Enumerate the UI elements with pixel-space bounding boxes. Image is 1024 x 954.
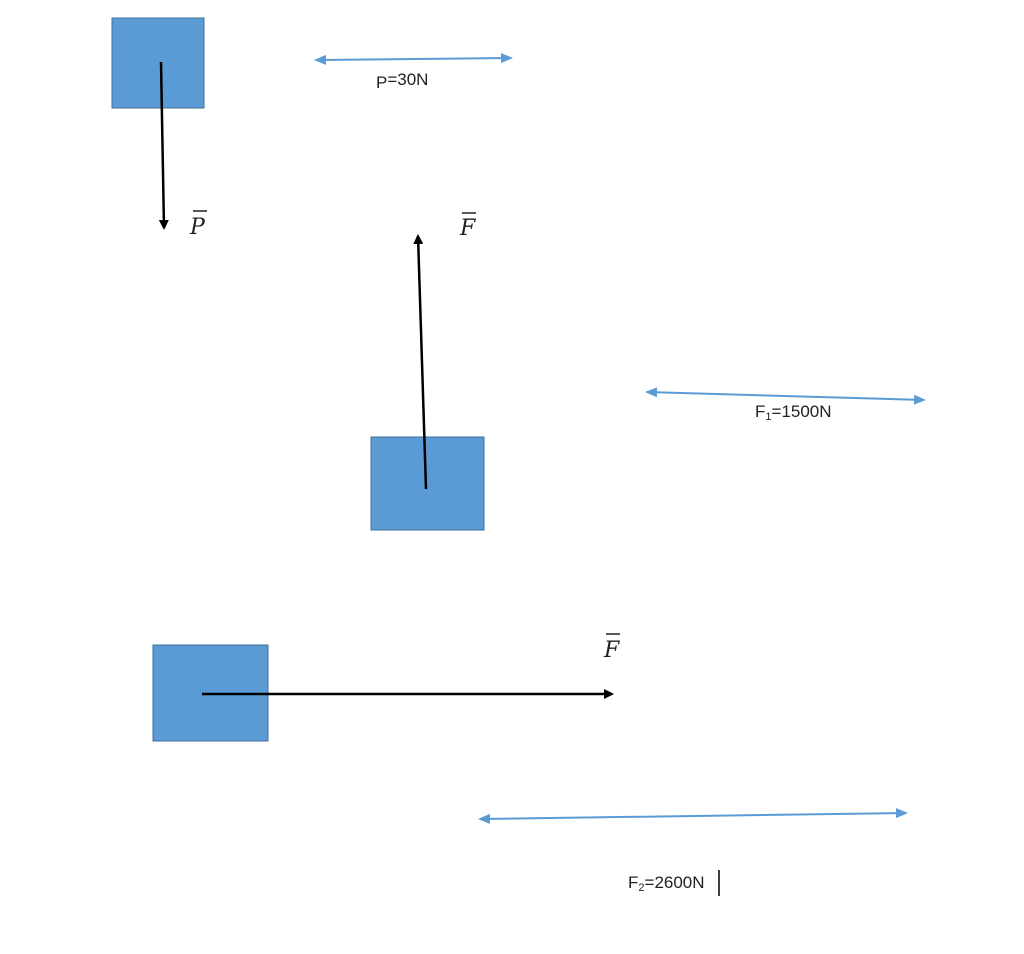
- force-1-scale-label: F1=1500N: [755, 402, 832, 423]
- force-2-scale-value: =2600N: [645, 873, 705, 892]
- weight-vector-label-text: P: [189, 215, 206, 240]
- force-2-scale-arrow: [478, 808, 908, 824]
- horizontal-force-vector-label: F: [603, 633, 620, 663]
- force-1-scale-value: =1500N: [772, 402, 832, 421]
- horizontal-force-vector-label-text: F: [603, 638, 620, 663]
- weight-scale-value: =30N: [387, 70, 428, 89]
- force-2-scale-sub: 2: [638, 882, 644, 894]
- weight-scale-label: P=30N: [376, 70, 428, 92]
- weight-scale-arrow: [314, 53, 513, 65]
- force-2-scale-base: F: [628, 873, 638, 892]
- weight-vector-label: P: [189, 210, 207, 240]
- force-1-scale-sub: 1: [765, 411, 771, 423]
- block-2: [370, 436, 485, 531]
- force-2-scale-label: F2=2600N: [628, 873, 705, 894]
- vertical-force-vector-label: F: [459, 212, 476, 241]
- force-1-scale-base: F: [755, 402, 765, 421]
- block-1: [111, 17, 205, 109]
- vertical-force-vector-label-text: F: [459, 216, 476, 241]
- vertical-force-arrow: [413, 234, 428, 490]
- weight-scale-base: P: [376, 73, 387, 92]
- weight-force-arrow: [158, 61, 169, 230]
- force-1-scale-arrow: [645, 387, 926, 405]
